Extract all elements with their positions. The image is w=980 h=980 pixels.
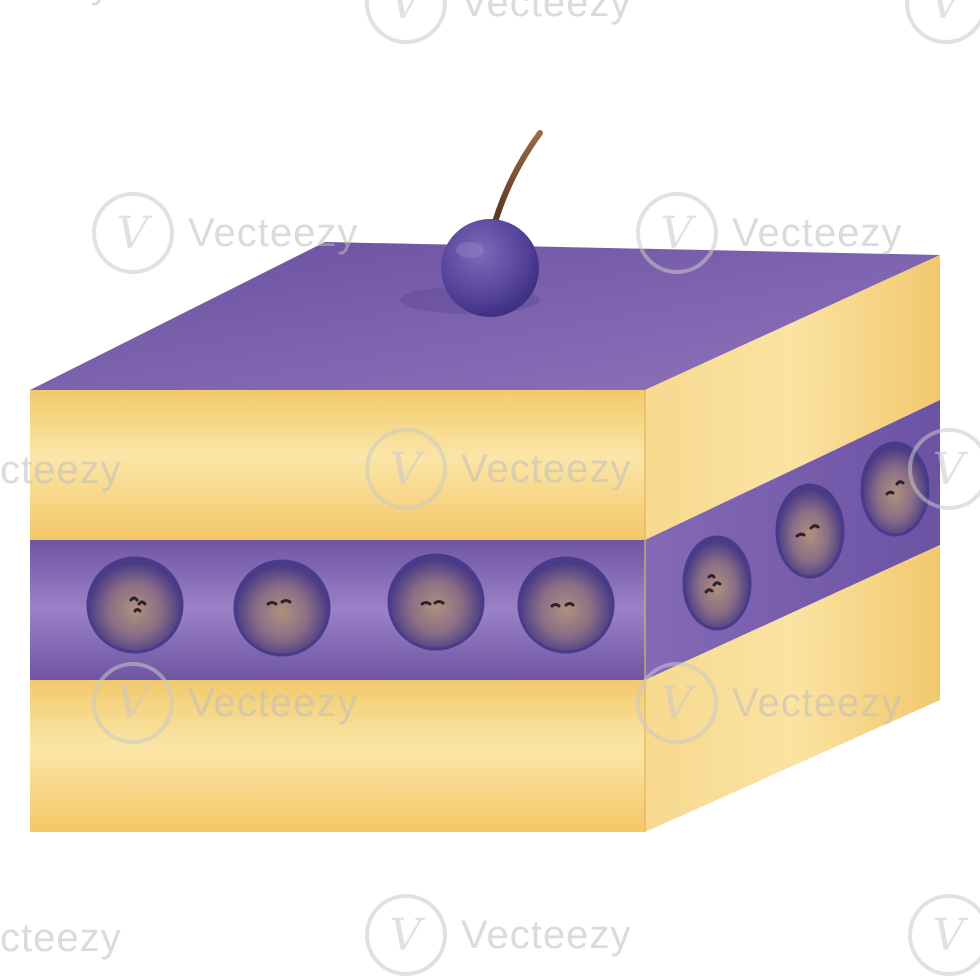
blueberry-slice [775,483,845,579]
blueberry-slice [86,556,184,654]
top-blueberry [441,219,539,317]
blueberry-slice [682,535,752,631]
berry-stem [492,130,543,225]
blueberry-slice [233,559,331,657]
front-blueberries [86,553,615,657]
cake-side-bottom-sponge [645,545,940,832]
cake-side-top-sponge [645,255,940,540]
side-blueberries [682,441,930,631]
blueberry-slice [387,553,485,651]
blueberry-slice [860,441,930,537]
cake-front-top-sponge [30,390,645,540]
cake-front-bottom-sponge [30,680,645,832]
blueberry-slice [517,556,615,654]
